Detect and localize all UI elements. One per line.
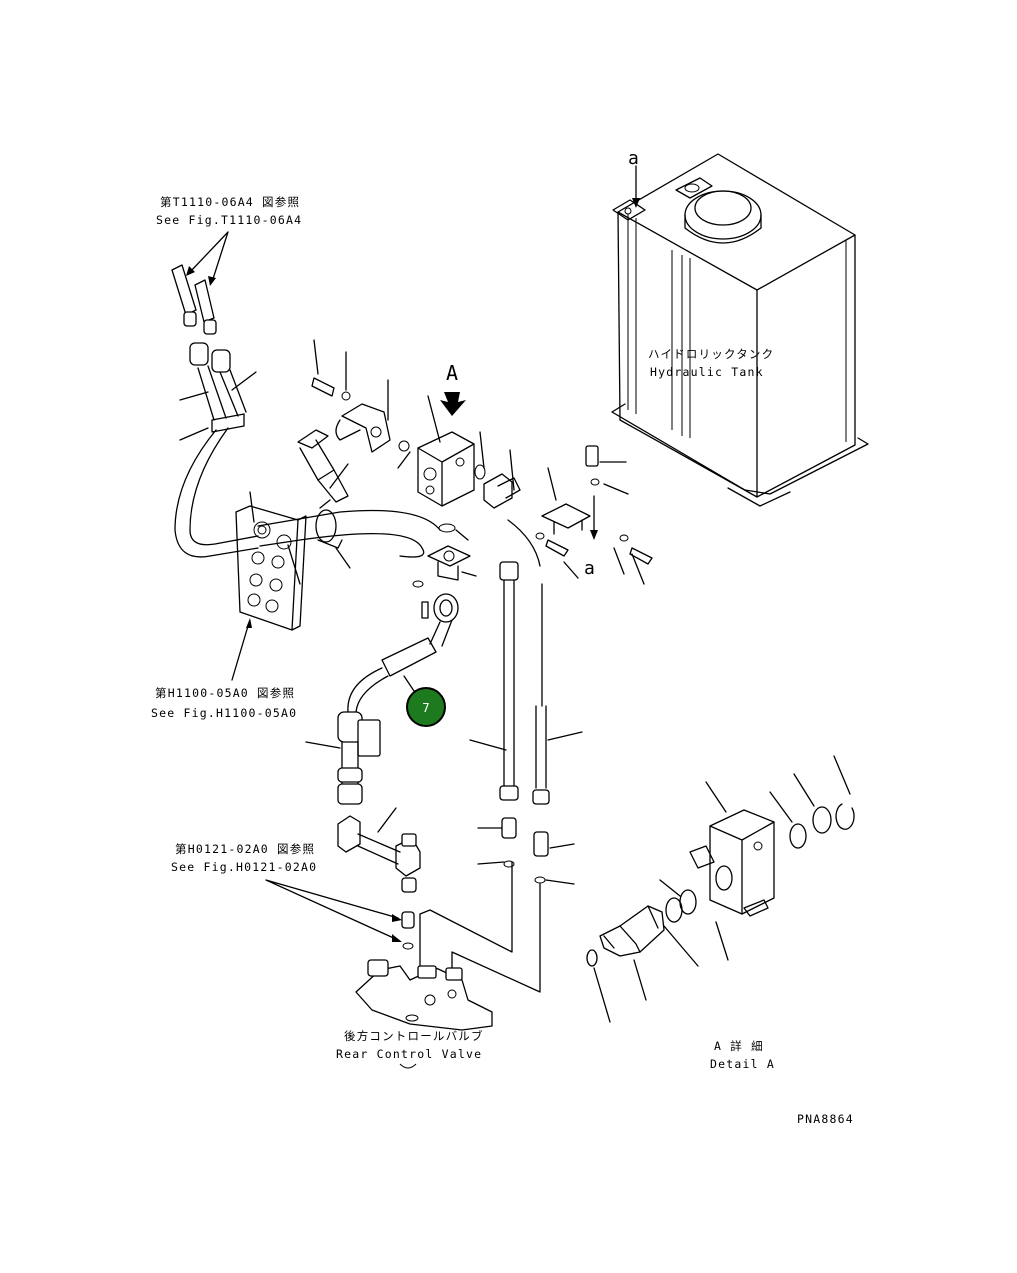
ref-h1100-jp: 第H1100-05A0 図参照 <box>155 686 295 700</box>
elbow-fitting <box>337 815 421 950</box>
tank-label-en: Hydraulic Tank <box>650 365 764 379</box>
hotspot-number: 7 <box>422 701 430 715</box>
left-manifold-block <box>235 505 307 631</box>
pipe-clamp <box>315 499 343 549</box>
flange-fitting <box>412 523 471 619</box>
ref-t1110-jp: 第T1110-06A4 図参照 <box>160 195 300 209</box>
part-hotspot-7[interactable]: 7 <box>406 687 446 727</box>
hydraulic-tank <box>611 153 869 507</box>
lower-fittings <box>501 817 549 884</box>
rear-control-valve <box>355 959 493 1031</box>
view-arrow-icon <box>440 392 466 416</box>
ref-h0121-en: See Fig.H0121-02A0 <box>171 860 317 874</box>
detail-a-assembly <box>586 803 855 967</box>
label-A: A <box>446 361 458 385</box>
hose-item-7 <box>337 593 459 805</box>
label-a-top: a <box>628 148 640 169</box>
hotspot-marker[interactable] <box>406 687 446 727</box>
ref-h0121-jp: 第H0121-02A0 図参照 <box>175 842 315 856</box>
ref-t1110-en: See Fig.T1110-06A4 <box>156 213 302 227</box>
detail-label-en: Detail A <box>710 1057 775 1071</box>
right-small-fitting <box>483 445 653 565</box>
valve-label-en: Rear Control Valve <box>336 1047 482 1061</box>
hose-ends-top <box>171 264 217 335</box>
upper-fittings <box>297 377 410 503</box>
vertical-hoses <box>499 519 550 805</box>
ref-h1100-en: See Fig.H1100-05A0 <box>151 706 297 720</box>
valve-label-jp: 後方コントロールバルブ <box>344 1029 484 1043</box>
center-valve-block <box>417 431 486 507</box>
drawing-number: PNA8864 <box>797 1112 854 1126</box>
tank-label-jp: ハイドロリックタンク <box>648 347 774 361</box>
left-hose-assembly <box>174 342 441 558</box>
detail-label-jp: A 詳 細 <box>714 1039 764 1053</box>
label-a-mid: a <box>584 558 596 579</box>
